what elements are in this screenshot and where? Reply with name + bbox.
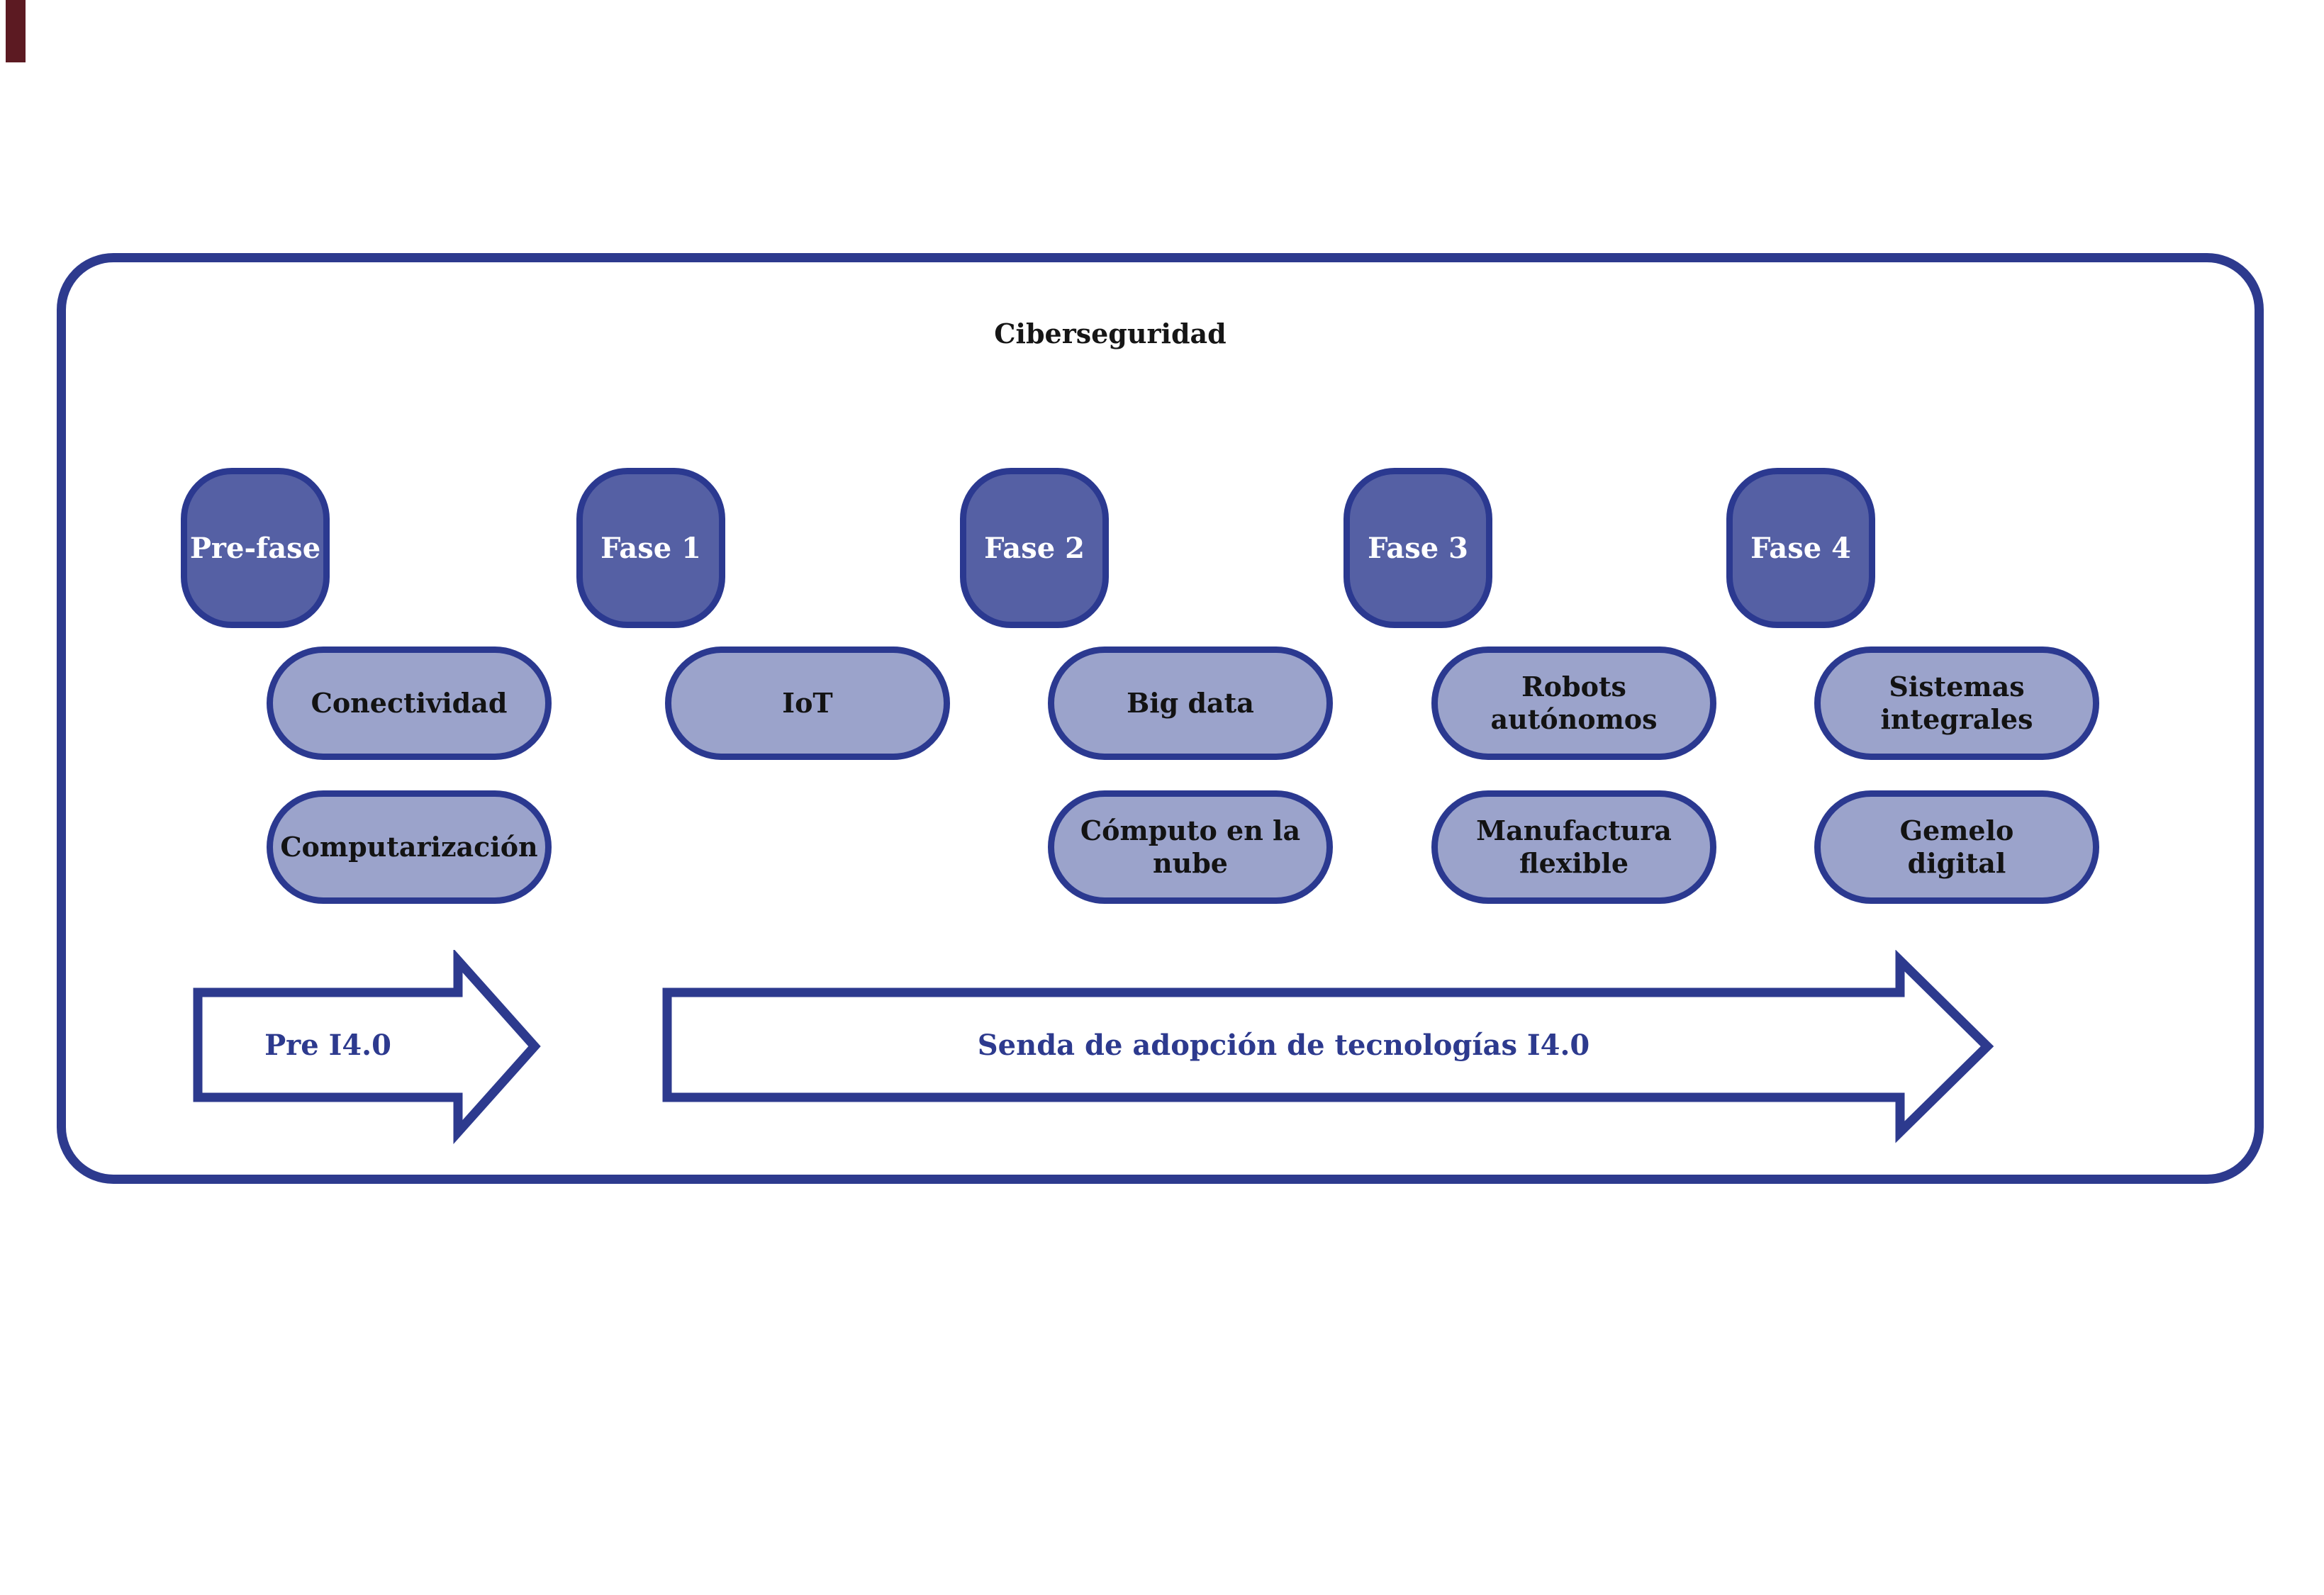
pre-i40-arrow <box>193 950 541 1145</box>
tech-pill-conectividad: Conectividad <box>267 647 552 760</box>
pre-i40-arrow-label: Pre I4.0 <box>264 1028 391 1062</box>
tech-pill-gemelo-digital: Gemelo digital <box>1814 790 2099 904</box>
phase-box-pre-fase: Pre-fase <box>181 468 330 628</box>
phase-box-fase-4: Fase 4 <box>1726 468 1875 628</box>
tech-pill-sistemas-integrales: Sistemas integrales <box>1814 647 2099 760</box>
adoption-path-arrow-label: Senda de adopción de tecnologías I4.0 <box>977 1028 1590 1062</box>
corner-mark <box>6 0 26 62</box>
tech-pill-manufactura-flexible: Manufactura flexible <box>1431 790 1716 904</box>
adoption-path-arrow <box>662 950 1994 1143</box>
tech-pill-robots-autonomos: Robots autónomos <box>1431 647 1716 760</box>
phase-box-fase-3: Fase 3 <box>1343 468 1492 628</box>
tech-pill-computarizacion: Computarización <box>267 790 552 904</box>
tech-pill-computo-en-la-nube: Cómputo en la nube <box>1048 790 1333 904</box>
phase-box-fase-2: Fase 2 <box>960 468 1109 628</box>
tech-pill-iot: IoT <box>665 647 950 760</box>
phase-box-fase-1: Fase 1 <box>576 468 725 628</box>
diagram-title: Ciberseguridad <box>994 317 1227 349</box>
tech-pill-big-data: Big data <box>1048 647 1333 760</box>
